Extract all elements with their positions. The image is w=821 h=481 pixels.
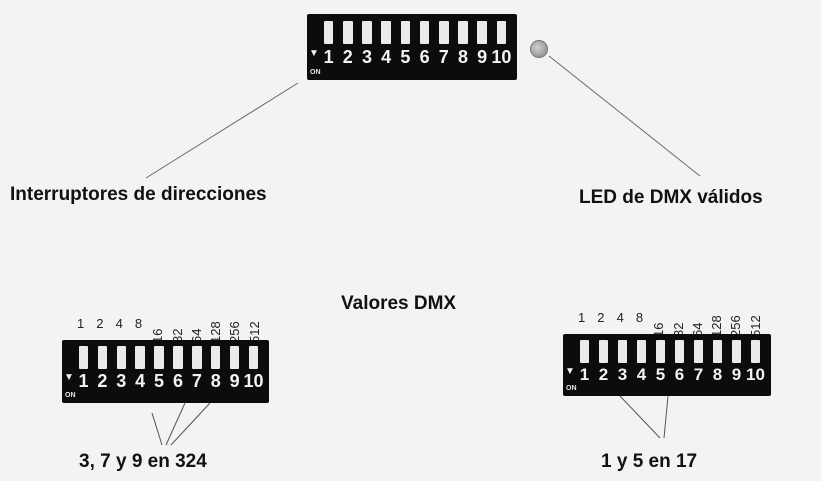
dip-lever-4	[135, 346, 145, 369]
dip-lever-6	[173, 346, 183, 369]
valid-dmx-led-label: LED de DMX válidos	[579, 187, 763, 208]
dip-number-7: 7	[438, 46, 449, 67]
dip-on-arrow-icon: ▼	[309, 47, 319, 59]
dip-number-3: 3	[361, 46, 372, 67]
dmx-weight-4: 4	[616, 310, 624, 325]
dip-lever-4	[636, 340, 647, 363]
dmx-weight-2: 2	[96, 316, 104, 331]
dip-number-3: 3	[617, 364, 628, 384]
left-example-line-2	[165, 402, 186, 446]
dip-number-3: 3	[116, 371, 127, 392]
address-switch-pointer-line	[145, 82, 299, 179]
dip-number-8: 8	[457, 46, 468, 67]
dmx-weight-2: 2	[597, 310, 605, 325]
dip-number-6: 6	[172, 371, 183, 392]
dmx-weight-8: 8	[134, 316, 143, 331]
left-example-line-3	[170, 402, 211, 446]
right-example-line-1	[619, 395, 661, 439]
dmx-values-heading: Valores DMX	[341, 293, 457, 314]
dip-number-8: 8	[712, 364, 723, 384]
dip-lever-3	[617, 340, 628, 363]
dmx-weight-1: 1	[578, 310, 586, 325]
dip-lever-10	[750, 340, 761, 363]
dip-lever-9	[731, 340, 742, 363]
dip-number-4: 4	[135, 371, 146, 392]
dip-lever-6	[419, 20, 430, 45]
dip-number-8: 8	[210, 371, 221, 392]
dip-lever-10	[248, 346, 259, 369]
dip-lever-9	[477, 20, 487, 45]
dip-lever-1	[579, 340, 590, 363]
dip-lever-7	[192, 346, 202, 369]
dip-number-1: 1	[78, 371, 89, 392]
dip-number-7: 7	[693, 364, 704, 384]
dip-on-label: ON	[566, 385, 577, 392]
dmx-weight-4: 4	[115, 316, 123, 331]
dip-number-2: 2	[598, 364, 609, 384]
dip-lever-3	[116, 346, 126, 369]
dip-number-4: 4	[381, 46, 392, 67]
dip-lever-5	[154, 346, 164, 369]
dip-lever-6	[674, 340, 685, 363]
dmx-valid-led	[530, 40, 548, 58]
dip-number-7: 7	[191, 371, 202, 392]
dip-number-1: 1	[579, 364, 590, 384]
dip-on-label: ON	[310, 69, 321, 76]
dip-on-arrow-icon: ▼	[565, 365, 575, 377]
dip-lever-1	[323, 20, 334, 45]
address-switches-label: Interruptores de direcciones	[10, 184, 267, 205]
dip-lever-5	[655, 340, 666, 363]
dip-number-10: 10	[746, 364, 765, 384]
dip-number-10: 10	[243, 371, 264, 392]
dip-lever-8	[458, 20, 468, 45]
left-example-line-1	[151, 412, 163, 446]
dip-number-1: 1	[323, 46, 334, 67]
dip-number-6: 6	[674, 364, 685, 384]
dip-lever-10	[496, 20, 507, 45]
right-example-line-2	[663, 395, 669, 439]
dip-lever-3	[362, 20, 372, 45]
example-right-caption: 1 y 5 en 17	[601, 451, 698, 472]
dip-lever-2	[97, 346, 108, 369]
dip-on-arrow-icon: ▼	[64, 372, 74, 384]
dip-number-4: 4	[636, 364, 647, 384]
dip-on-label: ON	[65, 392, 76, 399]
dip-number-9: 9	[477, 46, 488, 67]
dip-lever-9	[229, 346, 240, 369]
dip-number-9: 9	[731, 364, 742, 384]
dip-lever-5	[400, 20, 411, 45]
dip-lever-8	[712, 340, 723, 363]
dip-lever-2	[343, 20, 353, 45]
dip-number-5: 5	[655, 364, 666, 384]
dip-lever-1	[78, 346, 89, 369]
dip-lever-7	[439, 20, 449, 45]
example-left-caption: 3, 7 y 9 en 324	[79, 451, 207, 472]
dip-number-2: 2	[342, 46, 353, 67]
dip-lever-4	[381, 20, 391, 45]
dip-number-2: 2	[97, 371, 108, 392]
dmx-weight-8: 8	[635, 310, 644, 325]
dip-number-5: 5	[400, 46, 411, 67]
dip-number-5: 5	[154, 371, 165, 392]
dip-lever-7	[693, 340, 704, 363]
dip-number-6: 6	[419, 46, 430, 67]
dip-number-9: 9	[229, 371, 240, 392]
dip-lever-2	[598, 340, 609, 363]
led-pointer-line	[548, 55, 701, 177]
dip-lever-8	[211, 346, 221, 369]
dmx-weight-1: 1	[77, 316, 85, 331]
dip-number-10: 10	[491, 46, 512, 67]
